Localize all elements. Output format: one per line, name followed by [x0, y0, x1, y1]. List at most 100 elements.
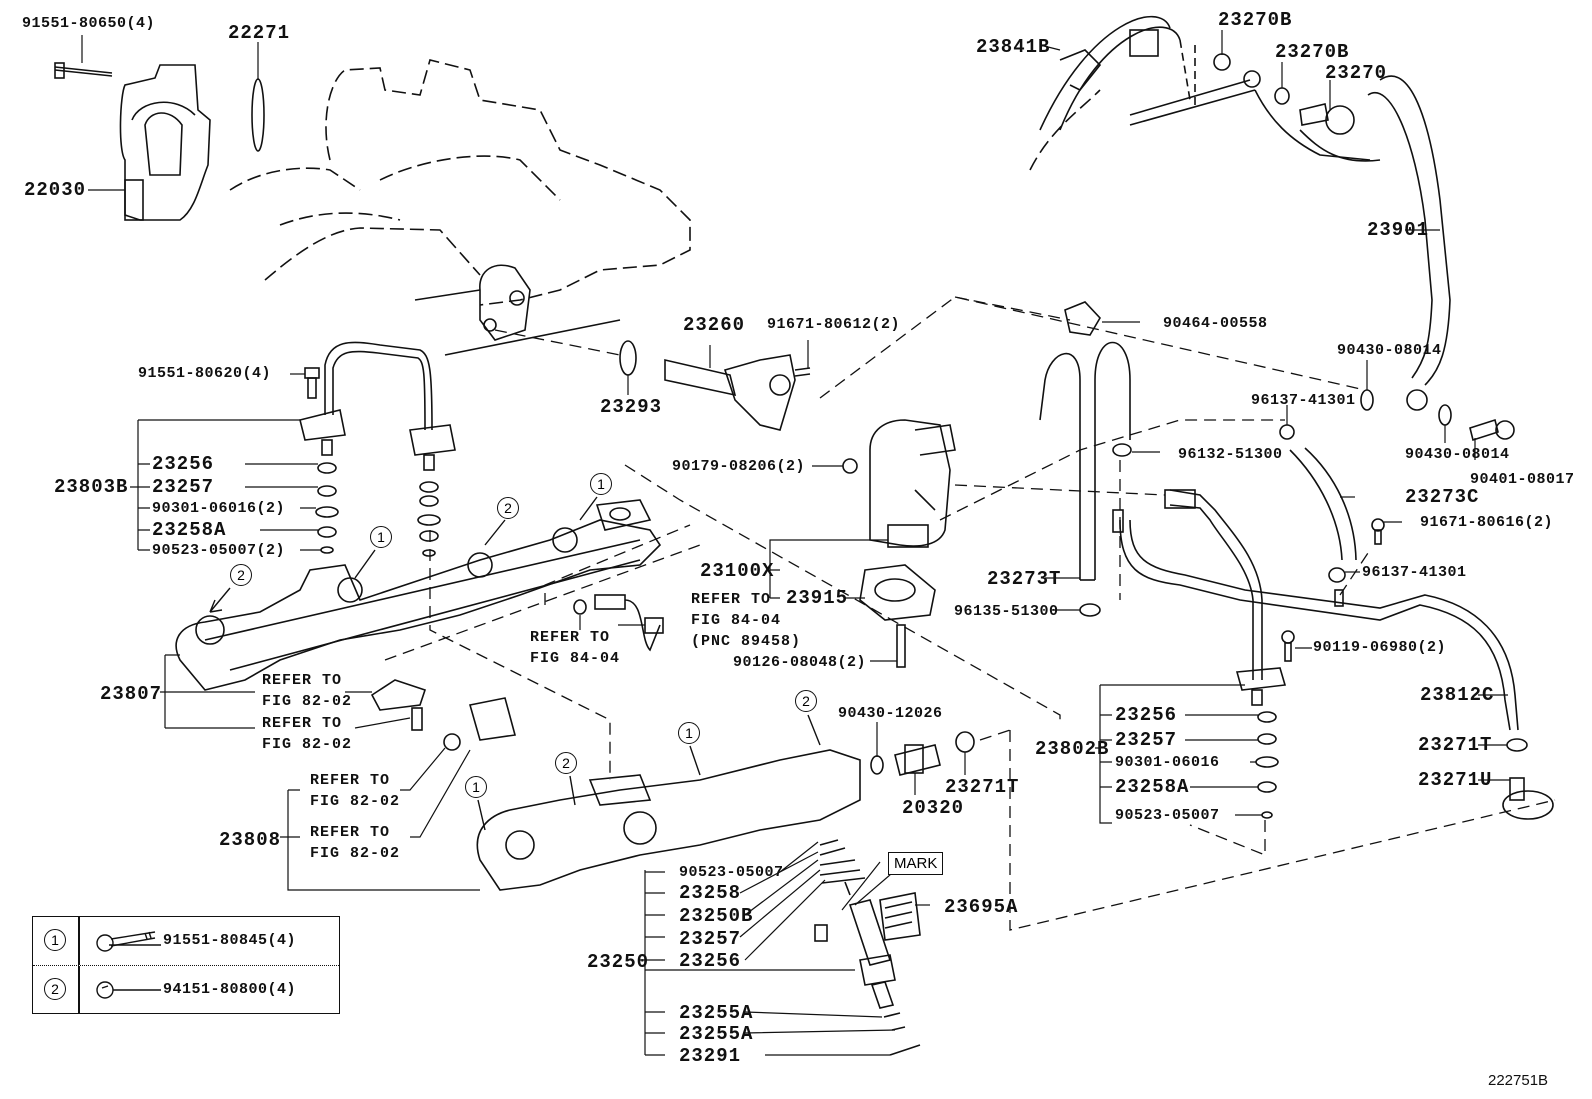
callout-1: 1 [370, 526, 392, 548]
part-label-90430-12026[interactable]: 90430-12026 [838, 705, 943, 722]
egr-valve-23100X [869, 419, 956, 548]
flange-nut-icon [96, 981, 161, 999]
part-label-23812C[interactable]: 23812C [1420, 684, 1495, 706]
part-label-96132-51300[interactable]: 96132-51300 [1178, 446, 1283, 463]
clamp-96132-51300 [1112, 443, 1132, 457]
part-label-23807[interactable]: 23807 [100, 683, 163, 705]
part-label-23256[interactable]: 23256 [152, 453, 215, 475]
iac-valve-23260 [664, 354, 796, 431]
part-label-23915[interactable]: 23915 [786, 587, 849, 609]
nut-90179-08206 [842, 458, 858, 474]
part-label-23271T[interactable]: 23271T [1418, 734, 1493, 756]
part-label-23901[interactable]: 23901 [1367, 219, 1430, 241]
part-label-91671-80612[interactable]: 91671-80612(2) [767, 316, 901, 333]
part-label-23257[interactable]: 23257 [152, 476, 215, 498]
part-label-90430-08014[interactable]: 90430-08014 [1337, 342, 1442, 359]
part-label-90430-08014[interactable]: 90430-08014 [1405, 446, 1510, 463]
bracket-nut [443, 733, 461, 751]
part-label-22271[interactable]: 22271 [228, 22, 291, 44]
part-label-23802B[interactable]: 23802B [1035, 738, 1110, 760]
part-label-23100X[interactable]: 23100X [700, 560, 775, 582]
legend-part-number[interactable]: 91551-80845(4) [163, 932, 297, 949]
clamp-23841B [1059, 49, 1102, 92]
part-label-23257[interactable]: 23257 [1115, 729, 1178, 751]
part-label-22030[interactable]: 22030 [24, 179, 87, 201]
refer-fig-82-02[interactable]: REFER TO FIG 82-02 [310, 824, 401, 862]
stud-90126-08048 [896, 624, 906, 668]
part-label-23695A[interactable]: 23695A [944, 896, 1019, 918]
part-label-23291[interactable]: 23291 [679, 1045, 742, 1067]
part-label-23257[interactable]: 23257 [679, 928, 742, 950]
part-label-90301-06016[interactable]: 90301-06016(2) [152, 500, 286, 517]
figure-id: 222751B [1488, 1072, 1549, 1089]
part-label-91551-80620[interactable]: 91551-80620(4) [138, 365, 272, 382]
bolt-91551-80620 [304, 367, 320, 399]
refer-fig-84-04-pnc-89458[interactable]: REFER TO FIG 84-04 (PNC 89458) [691, 591, 802, 650]
fuel-injector-23250 [814, 839, 921, 1056]
refer-fig-82-02[interactable]: REFER TO FIG 82-02 [310, 772, 401, 810]
part-label-90301-06016[interactable]: 90301-06016 [1115, 754, 1220, 771]
part-label-90119-06980[interactable]: 90119-06980(2) [1313, 639, 1447, 656]
part-label-23273T[interactable]: 23273T [987, 568, 1062, 590]
part-label-23273C[interactable]: 23273C [1405, 486, 1480, 508]
refer-fig-82-02[interactable]: REFER TO FIG 82-02 [262, 672, 353, 710]
part-label-23271T[interactable]: 23271T [945, 776, 1020, 798]
part-label-90401-08017[interactable]: 90401-08017 [1470, 471, 1575, 488]
part-label-90179-08206[interactable]: 90179-08206(2) [672, 458, 806, 475]
refer-fig-82-02[interactable]: REFER TO FIG 82-02 [262, 715, 353, 753]
part-label-23256[interactable]: 23256 [1115, 704, 1178, 726]
part-label-23258A[interactable]: 23258A [1115, 776, 1190, 798]
part-label-23293[interactable]: 23293 [600, 396, 663, 418]
part-label-23270B[interactable]: 23270B [1275, 41, 1350, 63]
part-label-96135-51300[interactable]: 96135-51300 [954, 603, 1059, 620]
part-label-23255A[interactable]: 23255A [679, 1002, 754, 1024]
washer-90430-08014-a [1360, 389, 1374, 411]
part-label-91551-80650[interactable]: 91551-80650(4) [22, 15, 156, 32]
part-label-20320[interactable]: 20320 [902, 797, 965, 819]
bracket-bolt [411, 707, 423, 731]
leader-lines [81, 30, 1510, 1056]
part-label-23256[interactable]: 23256 [679, 950, 742, 972]
fuel-line-upper-right [1254, 89, 1371, 161]
manifold-port [479, 264, 531, 341]
callout-1: 1 [678, 722, 700, 744]
hose-23273C [1289, 447, 1357, 561]
part-label-23250[interactable]: 23250 [587, 951, 650, 973]
part-label-23803B[interactable]: 23803B [54, 476, 129, 498]
gasket-22271 [251, 78, 265, 152]
union-bolt-23270 [1299, 103, 1355, 135]
part-label-90523-05007[interactable]: 90523-05007 [679, 864, 784, 881]
part-label-23258[interactable]: 23258 [679, 882, 742, 904]
clamp-90464-00558 [1064, 301, 1101, 336]
part-label-90126-08048[interactable]: 90126-08048(2) [733, 654, 867, 671]
banjo-fitting [1243, 70, 1261, 88]
mark-box: MARK [888, 852, 944, 875]
legend-part-number[interactable]: 94151-80800(4) [163, 981, 297, 998]
part-label-90523-05007[interactable]: 90523-05007(2) [152, 542, 286, 559]
gasket-hole [874, 578, 916, 602]
clamp-96137-41301-b [1328, 567, 1346, 583]
part-label-23260[interactable]: 23260 [683, 314, 746, 336]
part-label-23841B[interactable]: 23841B [976, 36, 1051, 58]
part-label-23271U[interactable]: 23271U [1418, 769, 1493, 791]
part-label-96137-41301[interactable]: 96137-41301 [1251, 392, 1356, 409]
part-label-23270B[interactable]: 23270B [1218, 9, 1293, 31]
washer-23270B-b [1274, 87, 1290, 105]
callout-1: 1 [590, 473, 612, 495]
refer-fig-84-04[interactable]: REFER TO FIG 84-04 [530, 629, 621, 667]
part-label-90523-05007[interactable]: 90523-05007 [1115, 807, 1220, 824]
part-label-23250B[interactable]: 23250B [679, 905, 754, 927]
part-label-91671-80616[interactable]: 91671-80616(2) [1420, 514, 1554, 531]
part-label-23808[interactable]: 23808 [219, 829, 282, 851]
legend-row: 1 91551-80845(4) [33, 917, 339, 965]
part-label-90464-00558[interactable]: 90464-00558 [1163, 315, 1268, 332]
part-label-96137-41301[interactable]: 96137-41301 [1362, 564, 1467, 581]
part-label-23270[interactable]: 23270 [1325, 62, 1388, 84]
part-label-23255A[interactable]: 23255A [679, 1023, 754, 1045]
pipe-stub [1112, 509, 1124, 533]
fuel-pipe-23812C [1119, 519, 1519, 731]
part-label-23258A[interactable]: 23258A [152, 519, 227, 541]
callout-2: 2 [555, 752, 577, 774]
